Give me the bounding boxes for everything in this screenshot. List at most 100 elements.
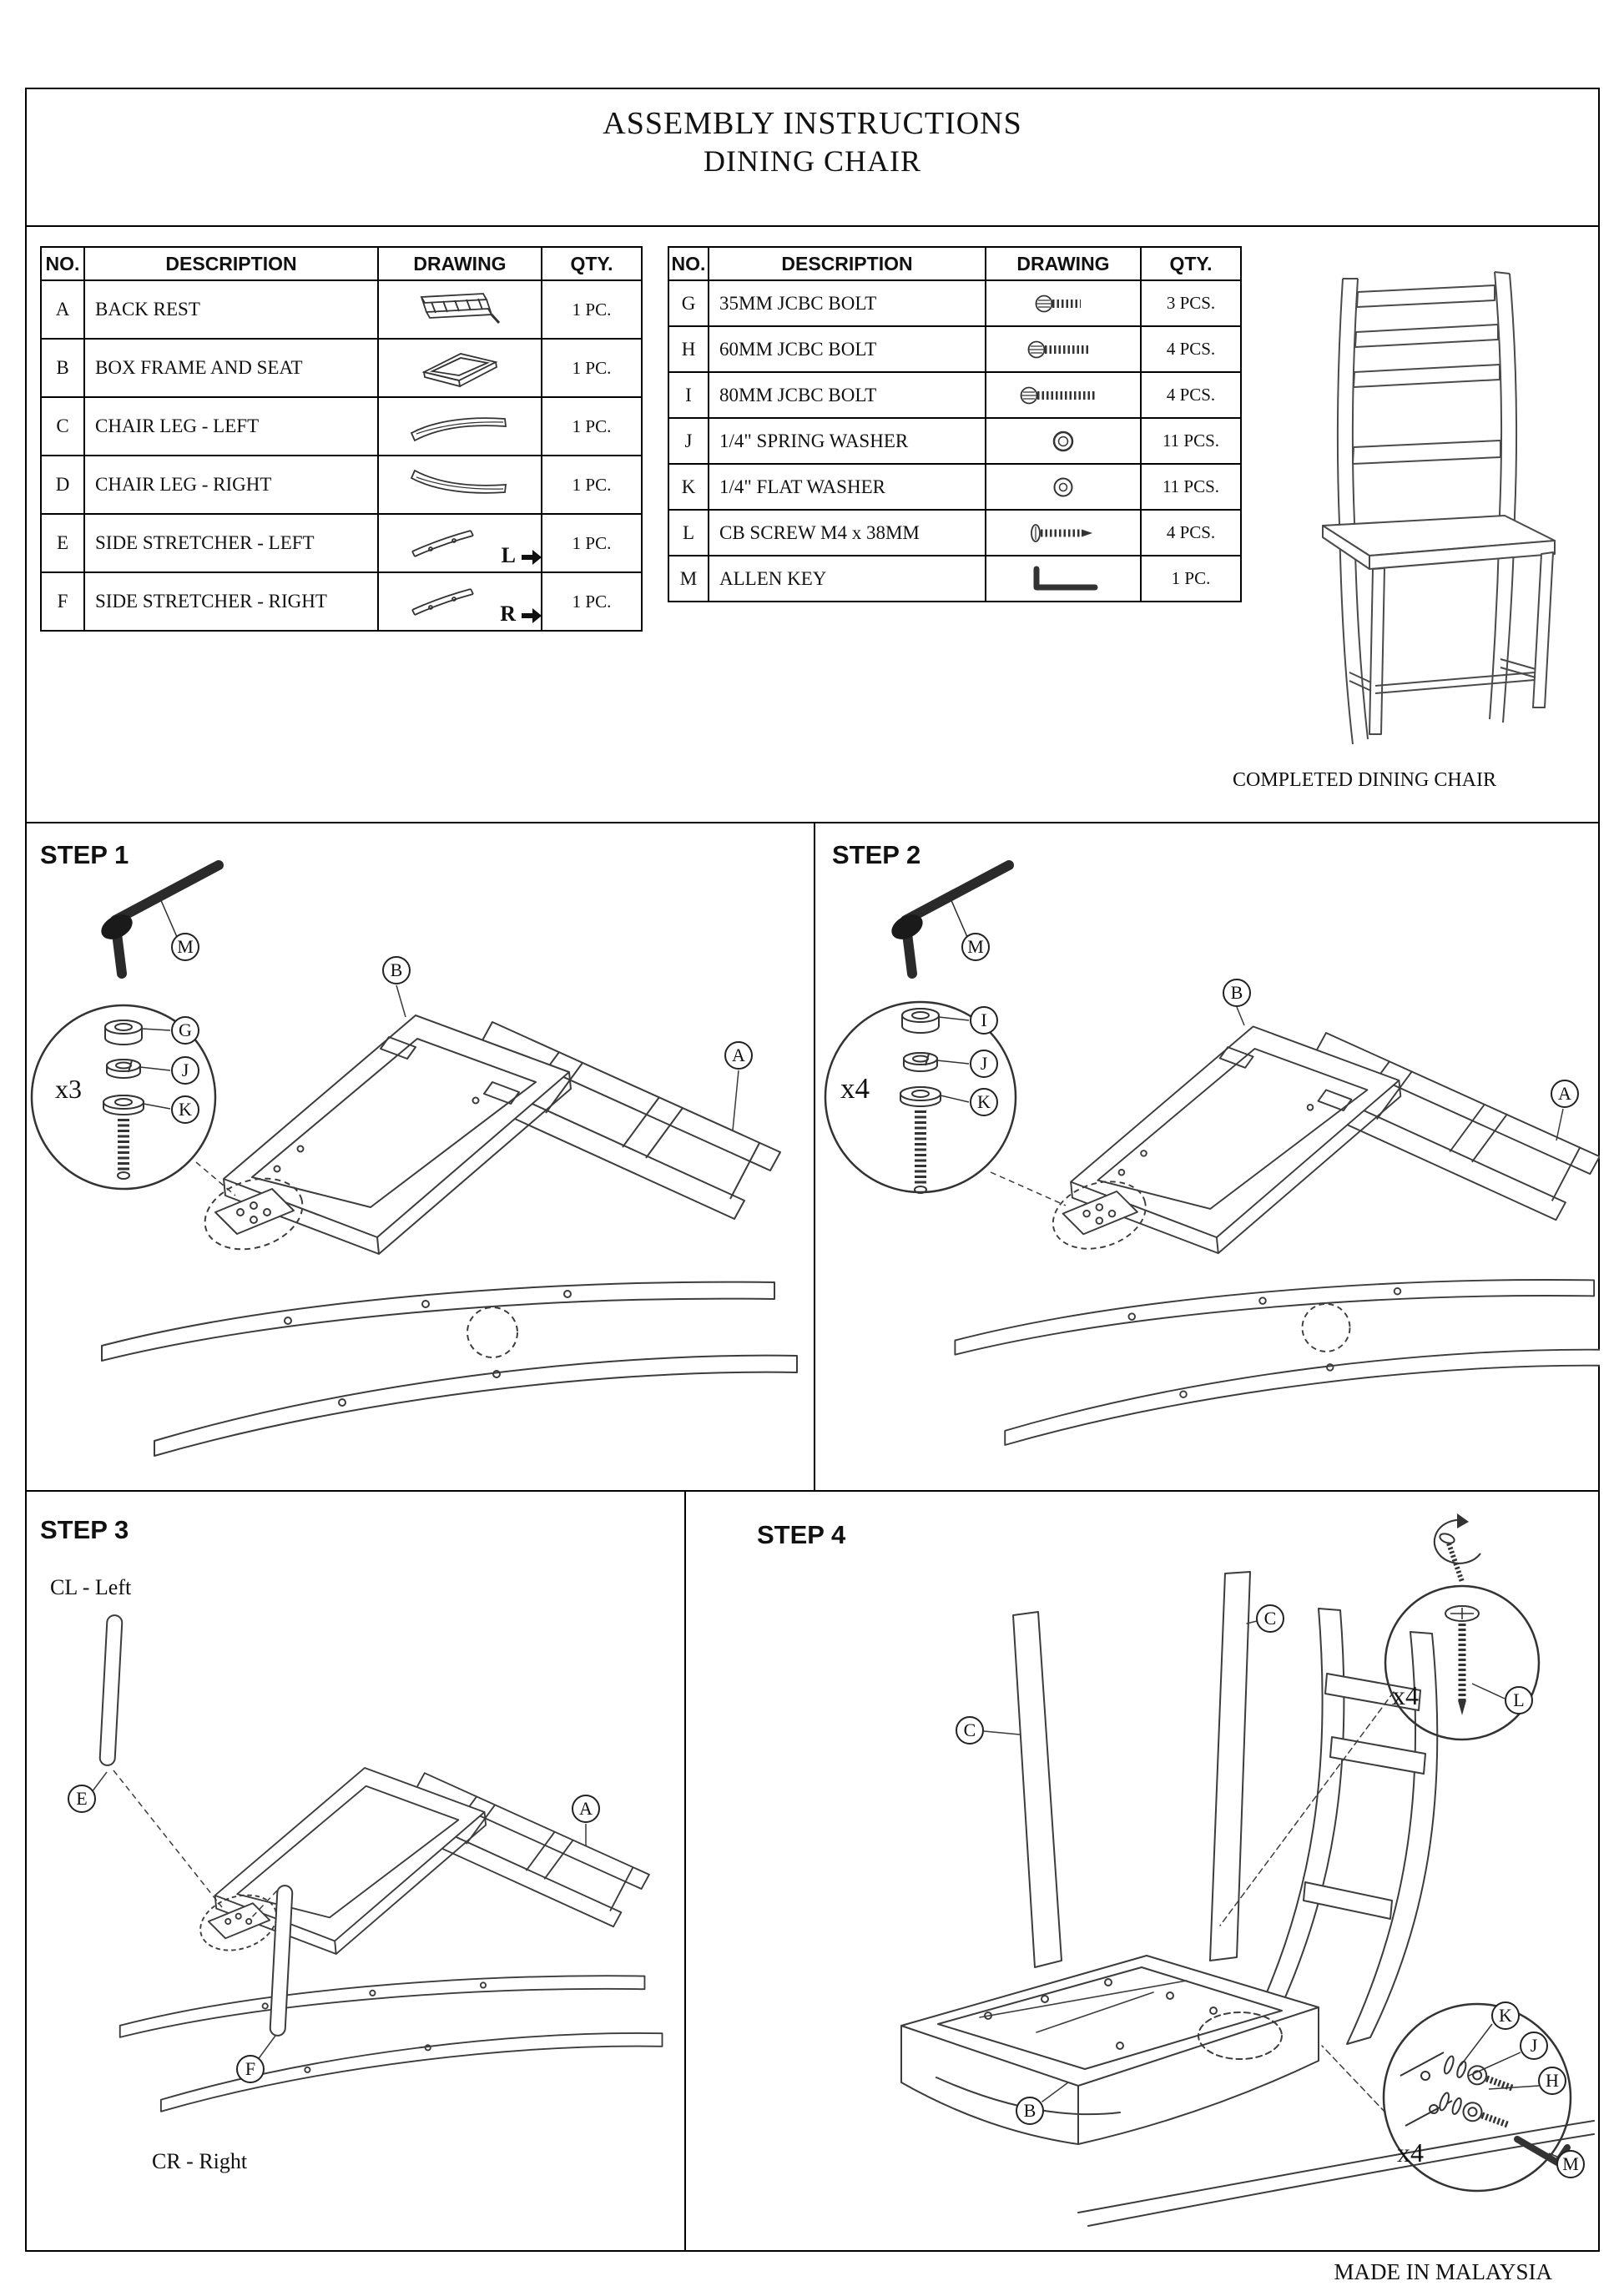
part-description: ALLEN KEY — [708, 555, 986, 602]
flat-washer-drawing — [1053, 477, 1073, 496]
stretcher-direction-label: L — [501, 543, 516, 567]
part-description: 35MM JCBC BOLT — [708, 279, 986, 327]
page-title: ASSEMBLY INSTRUCTIONS — [603, 106, 1022, 141]
part-description: BACK REST — [83, 279, 379, 340]
callout-i: I — [970, 1006, 998, 1035]
callout-c-left: C — [956, 1716, 984, 1745]
stretcher-direction-label: R — [500, 602, 516, 626]
part-drawing — [985, 417, 1142, 465]
step4-label: STEP 4 — [757, 1520, 846, 1549]
back-rest-drawing — [420, 293, 501, 325]
callout-k: K — [1491, 2001, 1520, 2030]
part-drawing — [985, 509, 1142, 556]
callout-m: M — [961, 933, 990, 961]
part-qty: 1 PC. — [541, 455, 643, 515]
callout-a: A — [724, 1041, 753, 1070]
col-drawing: DRAWING — [985, 246, 1142, 281]
part-no: M — [668, 555, 709, 602]
callout-l: L — [1505, 1686, 1533, 1714]
part-no: J — [668, 417, 709, 465]
part-qty: 1 PC. — [541, 571, 643, 632]
bolt-60mm-drawing — [1027, 340, 1088, 358]
callout-j: J — [1520, 2032, 1548, 2060]
part-qty: 1 PC. — [541, 279, 643, 340]
table-header-row: NO. DESCRIPTION DRAWING QTY. — [668, 246, 1242, 281]
step1-multiplier: x3 — [55, 1074, 82, 1104]
page-subtitle: DINING CHAIR — [704, 144, 921, 178]
chair-leg-right-drawing — [410, 469, 507, 494]
part-description: CHAIR LEG - RIGHT — [83, 455, 379, 515]
step2-label: STEP 2 — [832, 840, 921, 869]
table-row: L CB SCREW M4 x 38MM 4 PCS. — [668, 509, 1242, 556]
part-qty: 11 PCS. — [1140, 417, 1242, 465]
part-no: H — [668, 325, 709, 373]
completed-chair-caption: COMPLETED DINING CHAIR — [1233, 769, 1496, 791]
step1-drawing — [30, 860, 798, 1457]
step2-multiplier: x4 — [840, 1072, 870, 1105]
part-no: C — [40, 396, 85, 456]
callout-j: J — [171, 1056, 199, 1085]
callout-b: B — [382, 956, 411, 984]
step3-right-note: CR - Right — [152, 2149, 248, 2173]
made-in-label: MADE IN MALAYSIA — [1334, 2259, 1552, 2284]
step2-panel: STEP 2 x4 M I J K B A — [815, 822, 1600, 1490]
part-description: 1/4" SPRING WASHER — [708, 417, 986, 465]
callout-f: F — [236, 2055, 265, 2083]
part-qty: 1 PC. — [1140, 555, 1242, 602]
bolt-80mm-drawing — [1020, 386, 1096, 404]
part-description: CB SCREW M4 x 38MM — [708, 509, 986, 556]
step1-panel: STEP 1 x3 M G J K B A — [25, 822, 814, 1490]
step3-drawing — [91, 1614, 663, 2112]
step2-drawing — [824, 860, 1600, 1446]
col-qty: QTY. — [541, 246, 643, 281]
part-description: 80MM JCBC BOLT — [708, 371, 986, 419]
step4-multiplier-bottom: x4 — [1397, 2137, 1424, 2168]
part-no: I — [668, 371, 709, 419]
table-row: I 80MM JCBC BOLT 4 PCS. — [668, 371, 1242, 419]
parts-table-left: NO. DESCRIPTION DRAWING QTY. A BACK REST… — [40, 246, 643, 632]
part-drawing — [985, 371, 1142, 419]
part-drawing — [985, 555, 1142, 602]
table-row: A BACK REST 1 PC. — [40, 279, 643, 340]
callout-m: M — [171, 933, 199, 961]
col-drawing: DRAWING — [377, 246, 542, 281]
allen-key-drawing — [1033, 566, 1098, 590]
part-drawing — [377, 338, 542, 398]
part-qty: 3 PCS. — [1140, 279, 1242, 327]
table-row: J 1/4" SPRING WASHER 11 PCS. — [668, 417, 1242, 465]
completed-chair-drawing — [1322, 271, 1556, 745]
part-description: SIDE STRETCHER - LEFT — [83, 513, 379, 573]
part-no: D — [40, 455, 85, 515]
table-row: D CHAIR LEG - RIGHT 1 PC. — [40, 455, 643, 515]
parts-table-right: NO. DESCRIPTION DRAWING QTY. G 35MM JCBC… — [668, 246, 1242, 602]
part-no: E — [40, 513, 85, 573]
part-no: G — [668, 279, 709, 327]
step4-multiplier-top: x4 — [1392, 1680, 1419, 1710]
col-description: DESCRIPTION — [83, 246, 379, 281]
table-row: F SIDE STRETCHER - RIGHT R 1 PC. — [40, 571, 643, 632]
callout-c-right: C — [1256, 1604, 1284, 1633]
part-drawing — [377, 396, 542, 456]
table-row: C CHAIR LEG - LEFT 1 PC. — [40, 396, 643, 456]
divider — [684, 1490, 686, 2252]
part-drawing — [377, 279, 542, 340]
step4-drawing — [900, 1513, 1595, 2227]
divider — [25, 225, 1600, 227]
arrow-right-icon — [522, 608, 540, 624]
step3-label: STEP 3 — [40, 1515, 129, 1544]
part-qty: 4 PCS. — [1140, 325, 1242, 373]
cb-screw-drawing — [1031, 523, 1092, 542]
part-description: 1/4" FLAT WASHER — [708, 463, 986, 511]
side-stretcher-right-drawing — [411, 588, 474, 616]
callout-e: E — [68, 1785, 96, 1813]
part-drawing — [985, 279, 1142, 327]
part-no: L — [668, 509, 709, 556]
step3-panel: STEP 3 CL - Left CR - Right E A F — [25, 1492, 684, 2252]
chair-leg-left-drawing — [410, 417, 507, 442]
part-qty: 4 PCS. — [1140, 371, 1242, 419]
part-drawing — [985, 325, 1142, 373]
part-qty: 4 PCS. — [1140, 509, 1242, 556]
callout-m: M — [1556, 2150, 1585, 2178]
callout-g: G — [171, 1016, 199, 1045]
divider — [25, 822, 1600, 823]
